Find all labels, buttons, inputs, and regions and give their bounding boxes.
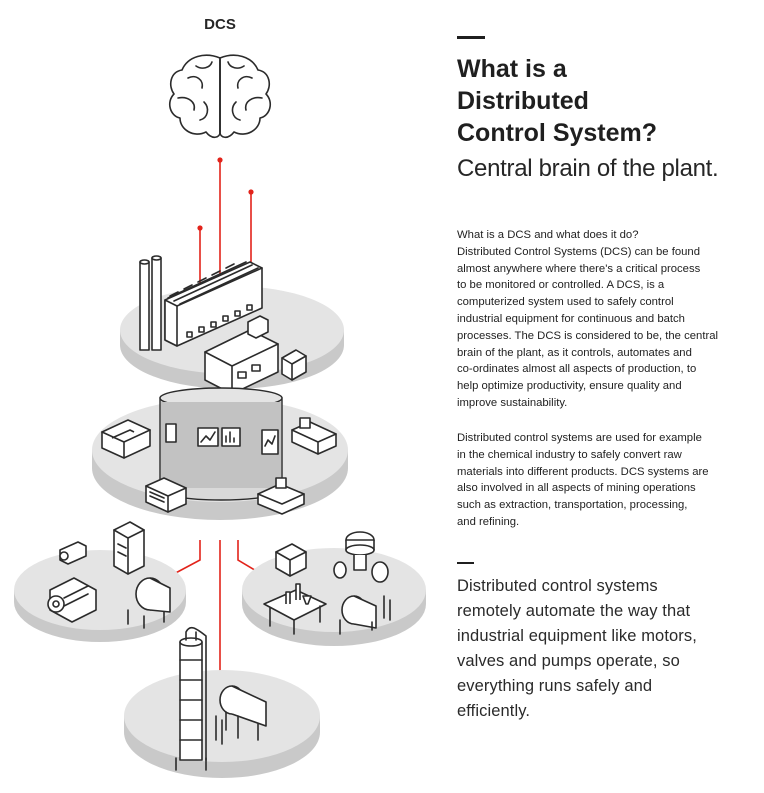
- quote-line: everything runs safely and: [457, 677, 653, 695]
- motors-platform: [14, 521, 186, 642]
- paragraph-line: What is a DCS and what does it do?: [457, 229, 639, 241]
- paragraph-line: to be monitored or controlled. A DCS, is…: [457, 279, 665, 292]
- paragraph-line: help optimize productivity, ensure quali…: [457, 380, 682, 393]
- article-subtitle: Central brain of the plant.: [457, 155, 719, 182]
- paragraph-line: improve sustainability.: [457, 396, 568, 409]
- paragraph-line: almost anywhere where there's a critical…: [457, 262, 701, 275]
- paragraph-line: Distributed Control Systems (DCS) can be…: [457, 245, 700, 258]
- quote-line: remotely automate the way that: [457, 602, 691, 620]
- paragraph-line: computerized system used to safely contr…: [457, 296, 674, 309]
- paragraph-line: materials into different products. DCS s…: [457, 465, 709, 478]
- paragraph-line: such as extraction, transportation, proc…: [457, 499, 688, 512]
- quote-line: industrial equipment like motors,: [457, 627, 697, 645]
- quote-line: Distributed control systems: [457, 577, 658, 595]
- quote-line: efficiently.: [457, 702, 531, 720]
- paragraph-line: Distributed control systems are used for…: [457, 432, 702, 444]
- control-room-platform: [92, 387, 348, 520]
- dcs-illustration: .ln { fill:none; stroke:#2b2b2b; stroke-…: [14, 54, 426, 778]
- brain-icon: [168, 54, 272, 139]
- paragraph-line: co-ordinates almost all aspects of produ…: [457, 363, 697, 376]
- paragraph-line: also involved in all aspects of mining o…: [457, 482, 696, 495]
- paragraph-line: industrial equipment for continuous and …: [457, 312, 685, 325]
- pull-quote: Distributed control systems remotely aut…: [457, 574, 757, 724]
- dcs-label: DCS: [204, 16, 236, 33]
- article-title: What is a Distributed Control System?: [457, 53, 757, 149]
- title-line: Distributed: [457, 87, 589, 115]
- paragraph-line: brain of the plant, as it controls, auto…: [457, 346, 692, 359]
- chemical-platform: [242, 531, 426, 646]
- paragraph-line: in the chemical industry to safely conve…: [457, 448, 682, 461]
- quote-line: valves and pumps operate, so: [457, 652, 680, 670]
- title-line: Control System?: [457, 119, 658, 147]
- title-accent-bar: [457, 36, 485, 39]
- process-column-platform: [124, 626, 320, 778]
- paragraph-line: and refining.: [457, 515, 520, 528]
- paragraph-line: processes. The DCS is considered to be, …: [457, 329, 719, 342]
- intro-paragraph: What is a DCS and what does it do? Distr…: [457, 227, 757, 412]
- title-line: What is a: [457, 55, 567, 83]
- factory-platform: [120, 255, 344, 395]
- quote-accent-bar: [457, 562, 474, 564]
- example-paragraph: Distributed control systems are used for…: [457, 430, 757, 531]
